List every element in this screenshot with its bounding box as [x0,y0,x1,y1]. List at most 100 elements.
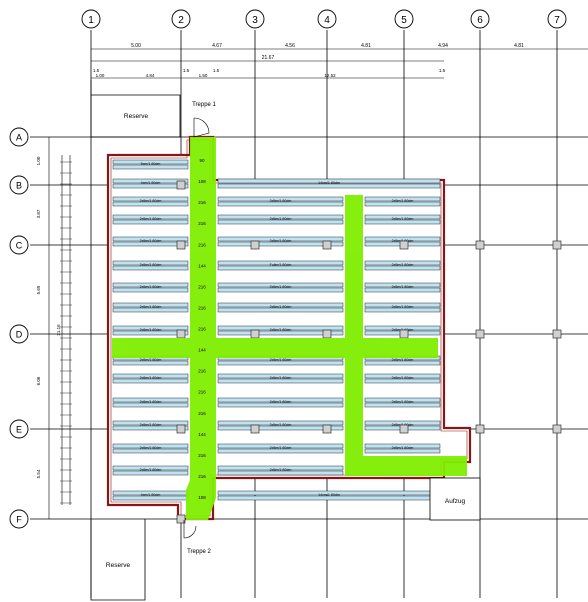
aisle-bottom-right-connector [345,440,363,460]
axis-label-col: 2 [178,15,184,26]
rack-label: 2x5m/1 80dm [270,446,292,450]
rack-left-0: 2x5m/1 80dm [112,196,189,207]
dim-left-a-b: 1.00 [36,156,41,165]
axis-label-col: 3 [252,15,258,26]
dim-left-b-c: 3.87 [36,209,41,218]
stair-2: Treppe 2 [183,520,212,555]
dim-bay-1-2: 5.00 [131,43,141,49]
rack-left-11: 2x5m/1 80dm [112,443,189,454]
aisle-label: 216 [198,242,206,247]
axis-bubble-col-1: 1 [81,9,101,29]
rack-label: 2x5m/1 80dm [140,239,162,243]
aisle-label: 108 [198,179,206,184]
rack-label: 2x5m/1 80dm [140,285,162,289]
room-elevator: Aufzug [429,477,481,521]
rack-right-5: 2x5m/1 80dm [364,302,441,313]
rack-left-2: 2x5m/1 80dm [112,236,189,247]
column-pillar [322,329,332,339]
rack-mid-5: 2x5m/1 80dm [217,302,344,313]
dim-bay-4-5: 4.81 [361,43,371,49]
rack-label: 2x5m/1 80dm [392,217,414,221]
rack-label: 2x5m/1 80dm [270,328,292,332]
axis-bubble-col-5: 5 [394,9,414,29]
aisle-label: 216 [198,390,206,395]
room-reserve-bottom: Reserve [90,519,146,601]
rack-label: 2x5m/1 80dm [270,423,292,427]
rack-label: 2x5m/1 80dm [270,285,292,289]
rack-label: 2x5m/1 80dm [270,376,292,380]
rack-right-9: 2x5m/1 80dm [364,397,441,408]
rack-label: 2x5m/1 80dm [392,285,414,289]
axis-bubble-row-D: D [9,324,29,344]
rack-label: 2x5m/1 80dm [392,358,414,362]
dim-sub-small-2: 1.5 [183,68,190,73]
rack-left-10: 2x5m/1 80dm [112,420,189,431]
rack-label: 2x5m/1 80dm [140,400,162,404]
rack-mid-2: 2x5m/1 80dm [217,236,344,247]
rack-label: 2x5m/1 80dm [140,199,162,203]
dim-sub-small-4: 1.5 [439,68,446,73]
axis-bubble-row-A: A [9,127,29,147]
aisle-cross-d [112,338,438,358]
stair-1: Treppe 1 [192,102,217,138]
rack-mid-8: 2x5m/1 80dm [217,373,344,384]
axis-label-col: 7 [554,15,560,26]
column-pillar [322,240,332,250]
dim-sub-small-3: 1.5 [213,68,220,73]
rack-left-6: 2x5m/1 80dm [112,325,189,336]
rack-label: 2x5m/1 80dm [392,400,414,404]
rack-label: 2x5m/1 80dm [392,446,414,450]
dim-bay-5-6: 4.94 [438,43,448,49]
rack-right-3: 2x5m/1 80dm [364,260,441,271]
rack-mid-10: 2x5m/1 80dm [217,420,344,431]
column-pillar [399,424,409,434]
column-pillar [399,329,409,339]
rack-label: 2x5m/1 80dm [140,376,162,380]
aisle-label: 144 [198,263,206,268]
rack-right-8: 2x5m/1 80dm [364,373,441,384]
rack-label: 5xm/1 80dm [141,162,161,166]
rack-label: 2x5m/1 80dm [270,305,292,309]
aisle-label: 216 [198,200,206,205]
rack-label: 4xm/1 80dm [141,181,161,185]
room-reserve-top: Reserve [90,80,181,138]
rack-label: 2x5m/1 80dm [392,376,414,380]
axis-label-col: 6 [477,15,483,26]
axis-label-row: B [16,181,22,191]
column-pillar [176,180,186,190]
column-pillar [176,240,186,250]
rack-label: Fullm/1 80dm [270,263,292,267]
dim-sub-2: 4.84 [146,73,155,78]
column-pillar [176,514,186,524]
axis-label-row: D [16,330,23,340]
aisle-label: 90 [199,158,205,163]
rack-label: 14xm/1 80dm [318,493,340,497]
dim-bay-2-3: 4.67 [212,43,222,49]
rack-label: 2x5m/1 80dm [392,199,414,203]
rack-label: 14xm/1 80dm [318,181,340,185]
stair-2-label: Treppe 2 [187,549,211,555]
axis-label-row: A [16,133,22,143]
axis-bubble-row-E: E [9,419,29,439]
aisle-vertical-right [345,195,363,445]
aisle-bottom-right [345,456,467,476]
rack-label: 4xm/1 80dm [141,493,161,497]
room-reserve-bottom-label: Reserve [106,562,131,569]
rack-label: 2x5m/1 80dm [270,217,292,221]
rack-mid-12: 2x5m/1 80dm [217,465,344,476]
rack-label: 2x5m/1 80dm [270,239,292,243]
rack-label: 2x5m/1 80dm [270,199,292,203]
column-pillar [552,240,562,250]
dim-bay-3-4: 4.56 [285,43,295,49]
axis-label-row: E [16,425,22,435]
rack-left-9: 2x5m/1 80dm [112,397,189,408]
aisle-label: 216 [198,327,206,332]
rack-mid-6: 2x5m/1 80dm [217,325,344,336]
room-reserve-top-label: Reserve [124,113,149,120]
top-dimension-chain: 5.00 4.67 4.56 4.81 4.94 4.81 21.67 1.5 … [91,43,588,79]
rack-right-11: 2x5m/1 80dm [364,443,441,454]
main-aisle-vertical [186,137,216,520]
column-pillar [475,329,485,339]
